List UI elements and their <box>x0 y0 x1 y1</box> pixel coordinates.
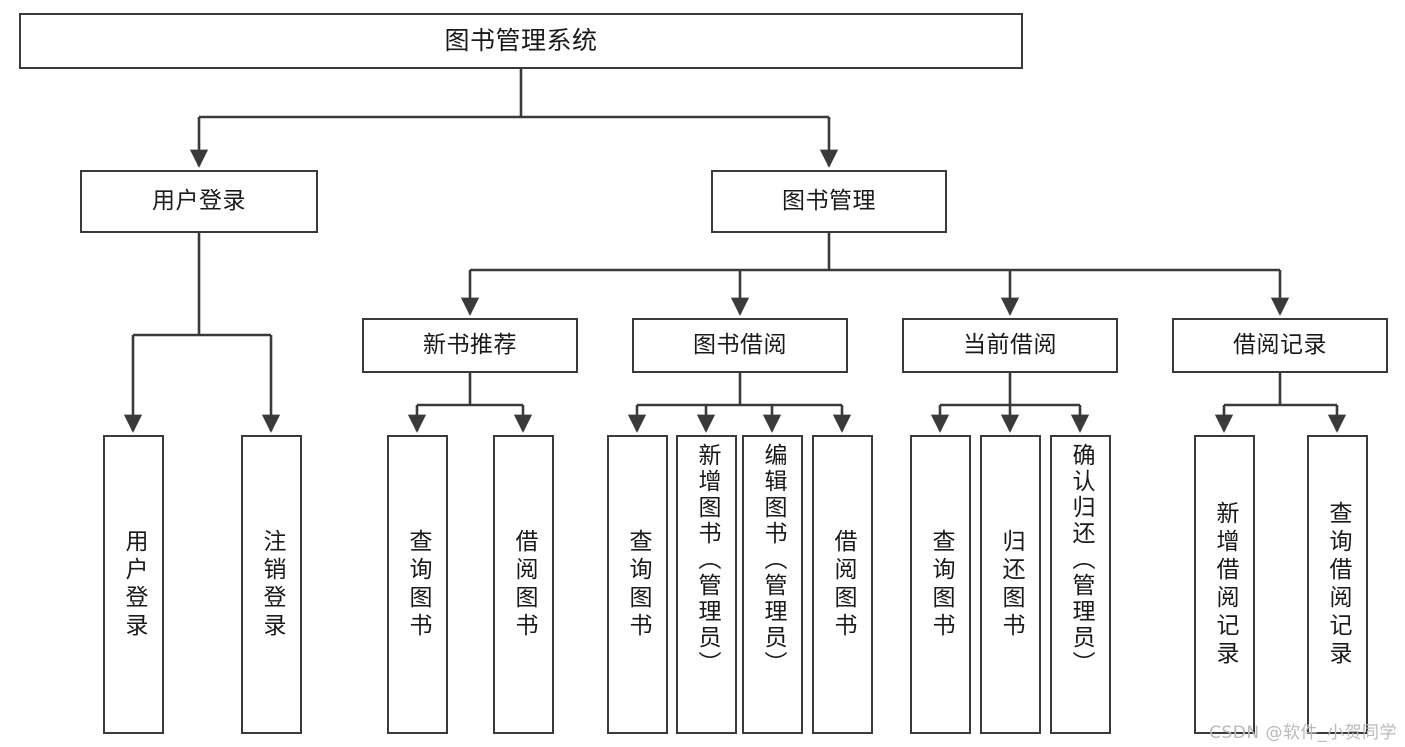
node-label: 借阅记录 <box>1233 331 1327 358</box>
node-current-borrowing[interactable]: 当前借阅 <box>902 318 1118 373</box>
node-label: 注销登录 <box>259 528 285 641</box>
node-label: 图书借阅 <box>693 331 787 358</box>
node-label: 归还图书 <box>998 528 1024 641</box>
leaf-user-login-login[interactable]: 用户登录 <box>103 435 164 734</box>
node-label: 编辑图书（管理员） <box>760 443 786 677</box>
node-book-borrowing[interactable]: 图书借阅 <box>632 318 848 373</box>
node-new-book-recommendation[interactable]: 新书推荐 <box>362 318 578 373</box>
leaf-current-borrow-confirm-return-admin[interactable]: 确认归还（管理员） <box>1050 435 1111 734</box>
node-label: 查询图书 <box>928 528 954 641</box>
leaf-book-borrow-borrow-book[interactable]: 借阅图书 <box>812 435 873 734</box>
node-label: 用户登录 <box>121 528 147 641</box>
leaf-book-borrow-add-book-admin[interactable]: 新增图书（管理员） <box>676 435 737 734</box>
node-book-management[interactable]: 图书管理 <box>711 170 947 233</box>
leaf-book-borrow-query-book[interactable]: 查询图书 <box>607 435 668 734</box>
node-label: 当前借阅 <box>963 331 1057 358</box>
leaf-borrow-record-add-record[interactable]: 新增借阅记录 <box>1194 435 1255 734</box>
leaf-new-books-query-book[interactable]: 查询图书 <box>387 435 448 734</box>
leaf-book-borrow-edit-book-admin[interactable]: 编辑图书（管理员） <box>742 435 803 734</box>
node-user-login[interactable]: 用户登录 <box>80 170 318 233</box>
node-label: 查询借阅记录 <box>1325 500 1351 669</box>
leaf-new-books-borrow-book[interactable]: 借阅图书 <box>493 435 554 734</box>
node-label: 查询图书 <box>405 528 431 641</box>
node-label: 确认归还（管理员） <box>1068 443 1094 677</box>
leaf-current-borrow-return-book[interactable]: 归还图书 <box>980 435 1041 734</box>
node-label: 查询图书 <box>625 528 651 641</box>
node-label: 图书管理 <box>782 187 876 214</box>
node-borrowing-record[interactable]: 借阅记录 <box>1172 318 1388 373</box>
leaf-user-login-logout[interactable]: 注销登录 <box>241 435 302 734</box>
leaf-borrow-record-query-record[interactable]: 查询借阅记录 <box>1307 435 1368 734</box>
node-label: 图书管理系统 <box>444 26 598 56</box>
node-label: 用户登录 <box>152 187 246 214</box>
node-label: 借阅图书 <box>511 528 537 641</box>
node-root-book-management-system[interactable]: 图书管理系统 <box>19 13 1023 69</box>
watermark-text: CSDN @软件_小贺同学 <box>1209 723 1397 743</box>
node-label: 新增图书（管理员） <box>694 443 720 677</box>
node-label: 新增借阅记录 <box>1212 500 1238 669</box>
node-label: 新书推荐 <box>423 331 517 358</box>
leaf-current-borrow-query-book[interactable]: 查询图书 <box>910 435 971 734</box>
node-label: 借阅图书 <box>830 528 856 641</box>
